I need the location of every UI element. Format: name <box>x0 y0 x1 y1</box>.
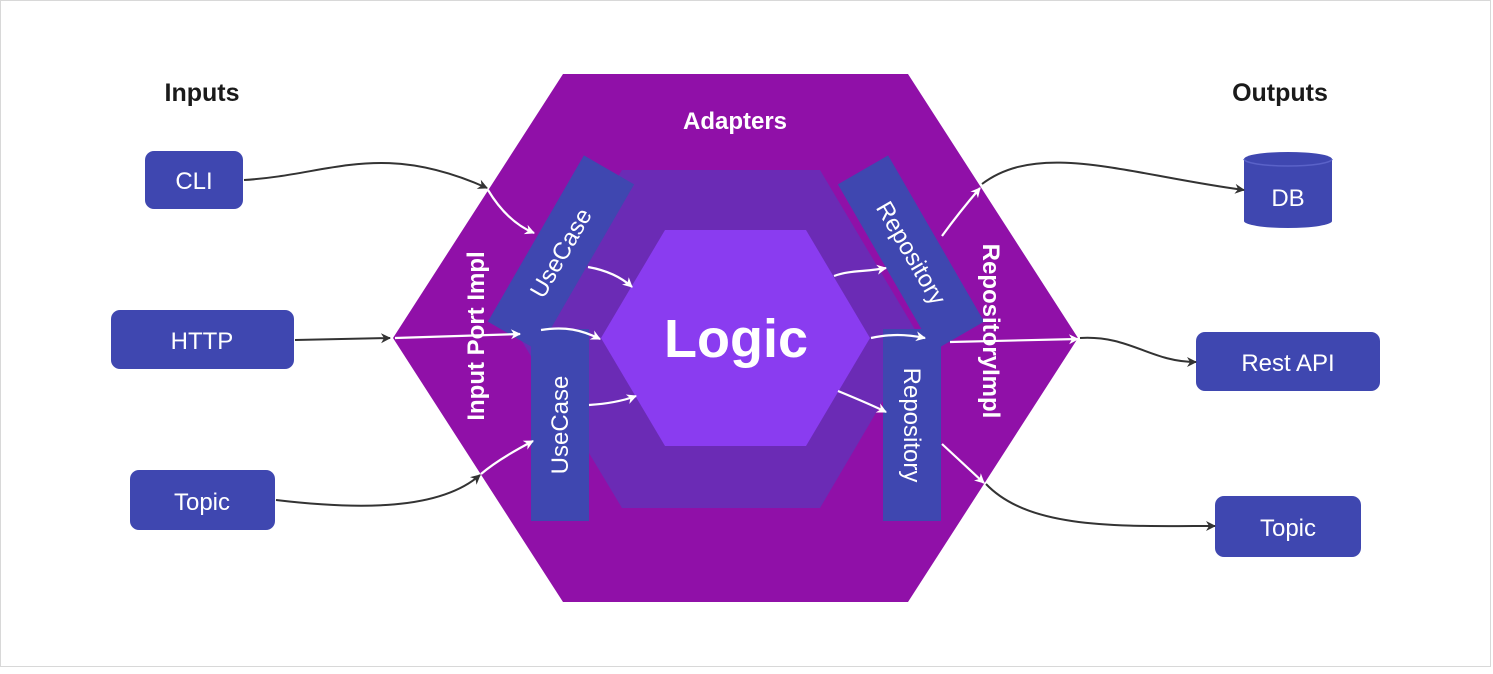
output-node-db: DB <box>1243 152 1333 228</box>
flow-repository-impl-to-api <box>949 334 1079 345</box>
input-node-http-box <box>111 310 294 369</box>
connector-hexagon-to-db <box>981 161 1245 194</box>
flow-usecase-top-to-logic <box>587 265 633 288</box>
database-cylinder-rim <box>1243 158 1333 167</box>
output-node-topic-box <box>1215 496 1361 557</box>
connector-cli-to-hexagon <box>243 162 488 189</box>
repository-bottom-adapter: Repository <box>883 329 941 521</box>
output-node-rest-api-label: Rest API <box>1241 350 1334 377</box>
usecase-bottom-box <box>531 329 589 521</box>
database-cylinder-icon <box>1244 152 1332 228</box>
input-node-topic-box <box>130 470 275 530</box>
adapters-label: Adapters <box>683 108 787 135</box>
flow-port-to-logic <box>540 327 601 340</box>
repository-bottom-label: Repository <box>898 368 925 483</box>
flow-cli-to-usecase <box>487 189 535 235</box>
usecase-bottom-label: UseCase <box>547 376 574 475</box>
logic-label: Logic <box>664 309 808 369</box>
input-node-cli: CLI <box>145 151 243 209</box>
input-node-cli-label: CLI <box>175 168 212 195</box>
usecase-top-box <box>487 155 635 351</box>
repository-impl-label: RepositoryImpl <box>977 244 1004 419</box>
flow-usecase-bottom-to-logic <box>588 394 637 407</box>
usecase-bottom-adapter: UseCase <box>531 329 589 521</box>
flow-repository-bottom-to-topic <box>941 443 985 484</box>
output-node-rest-api: Rest API <box>1196 332 1380 391</box>
output-node-db-label: DB <box>1271 185 1304 212</box>
connector-hexagon-to-rest-api <box>1079 336 1197 367</box>
output-node-topic-label: Topic <box>1260 515 1316 542</box>
connector-topic-to-hexagon <box>275 474 481 507</box>
output-node-topic: Topic <box>1215 496 1361 557</box>
connector-hexagon-to-topic <box>985 483 1216 532</box>
input-node-http: HTTP <box>111 310 294 369</box>
repository-top-box <box>837 155 985 351</box>
outputs-heading: Outputs <box>1232 79 1328 107</box>
flow-logic-to-repository-top <box>833 264 887 278</box>
input-node-topic-label: Topic <box>174 489 230 516</box>
logic-hexagon <box>601 230 870 446</box>
inputs-heading: Inputs <box>165 79 240 107</box>
flow-logic-to-repository-impl <box>870 331 926 342</box>
flow-repository-top-to-db <box>941 187 981 237</box>
repository-bottom-box <box>883 329 941 521</box>
flow-logic-to-repository-bottom <box>837 389 887 413</box>
input-node-cli-box <box>145 151 243 209</box>
input-node-topic: Topic <box>130 470 275 530</box>
connector-http-to-hexagon <box>294 333 391 344</box>
output-node-rest-api-box <box>1196 332 1380 391</box>
flow-topic-to-usecase <box>480 440 534 475</box>
flow-http-to-port <box>394 329 521 340</box>
input-node-http-label: HTTP <box>171 328 234 355</box>
